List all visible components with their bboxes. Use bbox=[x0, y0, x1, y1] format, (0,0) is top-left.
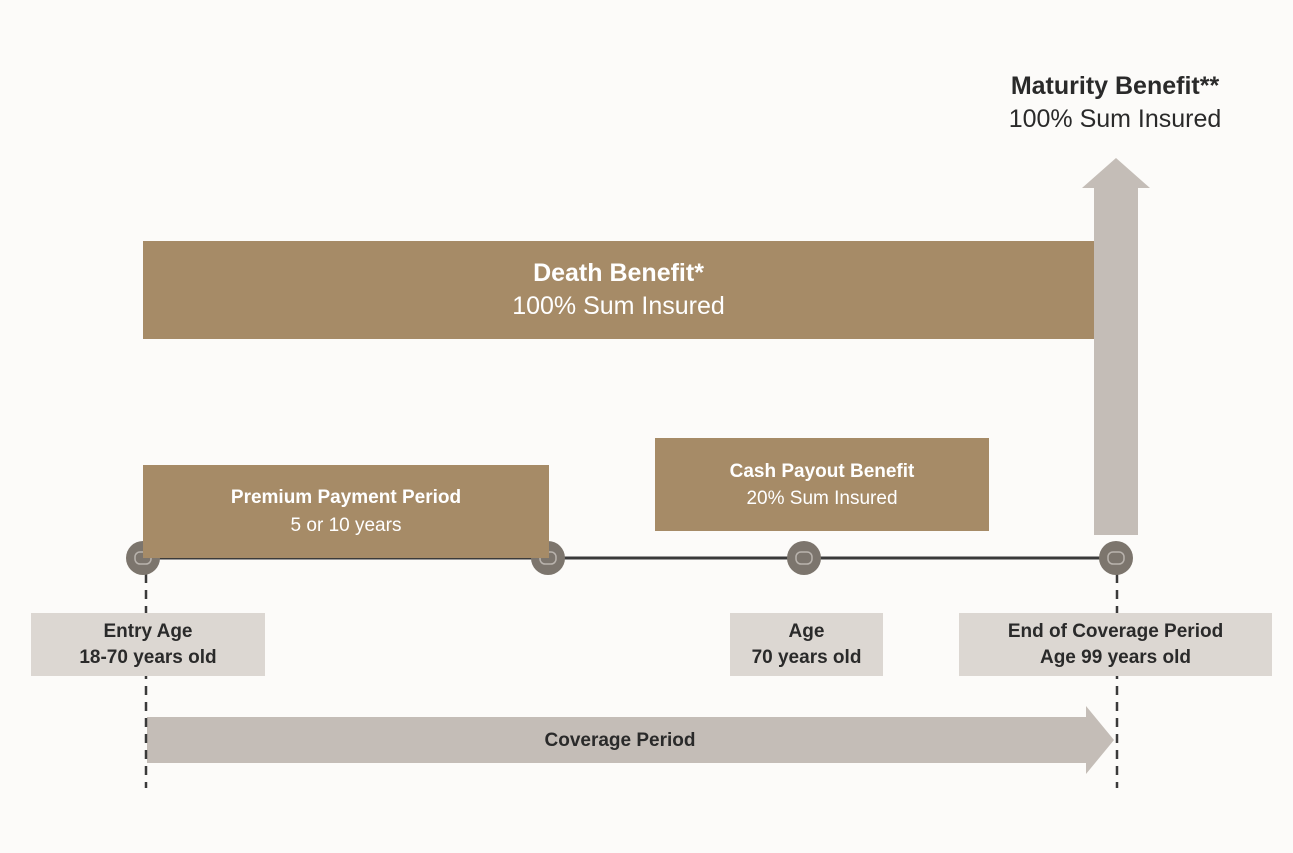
entry-age-title: Entry Age bbox=[103, 620, 193, 642]
entry-age-subtitle: 18-70 years old bbox=[79, 646, 217, 668]
end-of-coverage-subtitle: Age 99 years old bbox=[1039, 646, 1192, 668]
maturity-benefit-label: Maturity Benefit** 100% Sum Insured bbox=[930, 70, 1293, 136]
cash-payout-benefit-subtitle: 20% Sum Insured bbox=[746, 487, 898, 509]
maturity-benefit-subtitle: 100% Sum Insured bbox=[1008, 105, 1222, 133]
premium-payment-period-subtitle: 5 or 10 years bbox=[290, 514, 402, 536]
maturity-arrow bbox=[1082, 158, 1150, 535]
cash-payout-benefit-box: Cash Payout Benefit 20% Sum Insured bbox=[655, 438, 989, 531]
death-benefit-box: Death Benefit* 100% Sum Insured bbox=[143, 241, 1094, 339]
maturity-benefit-title: Maturity Benefit** bbox=[1010, 72, 1220, 100]
cash-payout-benefit-title: Cash Payout Benefit bbox=[729, 460, 915, 482]
premium-payment-period-title: Premium Payment Period bbox=[230, 486, 462, 508]
milestone-age-70 bbox=[787, 541, 821, 575]
entry-age-label: Entry Age 18-70 years old bbox=[31, 613, 265, 676]
age-70-title: Age bbox=[788, 620, 825, 642]
end-of-coverage-label: End of Coverage Period Age 99 years old bbox=[959, 613, 1272, 676]
milestone-end bbox=[1099, 541, 1133, 575]
coverage-arrow bbox=[147, 706, 1114, 774]
death-benefit-subtitle: 100% Sum Insured bbox=[512, 292, 725, 320]
age-70-subtitle: 70 years old bbox=[751, 646, 862, 668]
end-of-coverage-title: End of Coverage Period bbox=[1007, 620, 1224, 642]
coverage-period-label: Coverage Period bbox=[544, 730, 696, 751]
age-70-label: Age 70 years old bbox=[730, 613, 883, 676]
premium-payment-period-box: Premium Payment Period 5 or 10 years bbox=[143, 465, 549, 558]
death-benefit-title: Death Benefit* bbox=[533, 259, 704, 287]
